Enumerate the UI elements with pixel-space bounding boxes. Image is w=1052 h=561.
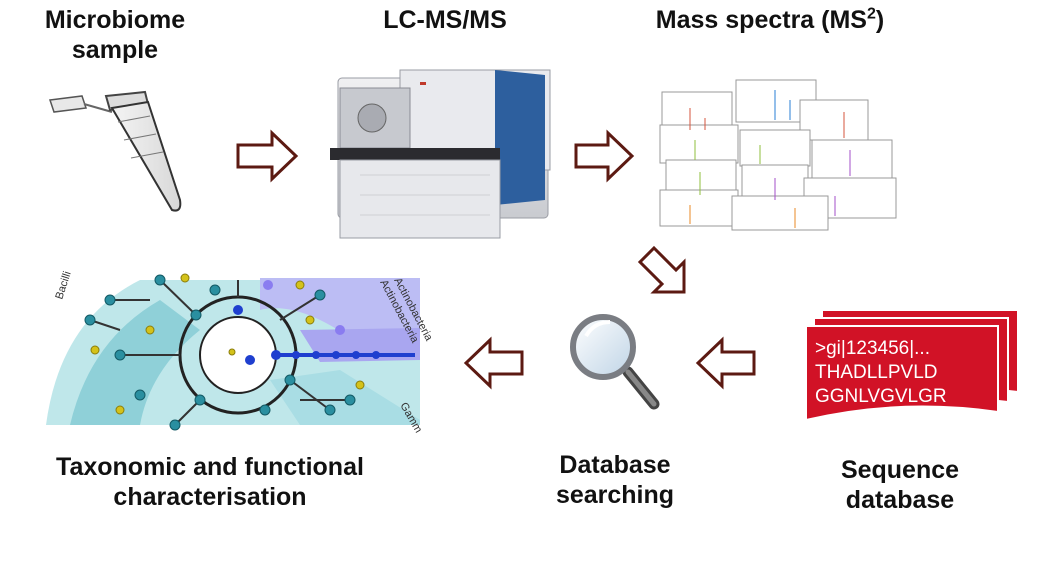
characterisation-label: Taxonomic and functional characterisatio… [30, 452, 390, 512]
database-label-line1: Sequence [840, 456, 960, 484]
lcms-label: LC-MS/MS [383, 6, 507, 34]
spectra-label: Mass spectra (MS2) [620, 5, 920, 35]
arrow-icon [236, 129, 756, 390]
spectra-label-sup: 2 [866, 5, 876, 23]
sample-label-line2: sample [71, 36, 159, 64]
tube-icon [48, 90, 182, 212]
database-record-seq2: GGNLVGVLGR [815, 386, 947, 407]
cladogram-icon: Actinobacteria Actinobacteria Bacilli Ga… [46, 270, 435, 435]
tree-label-3: Bacilli [53, 270, 73, 301]
spectra-label-prefix: Mass spectra (MS [655, 6, 867, 34]
spectra-icon [659, 79, 897, 231]
search-label: Database searching [530, 450, 700, 510]
database-record-seq1: THADLLPVLD [815, 362, 938, 383]
database-label-line2: database [845, 486, 955, 514]
database-records: >gi|123456|... THADLLPVLD GGNLVGVLGR [815, 337, 947, 409]
database-label: Sequence database [815, 455, 985, 515]
magnifier-icon [570, 314, 660, 410]
spectra-label-suffix: ) [875, 6, 885, 34]
arrow-spectra-to-search [637, 245, 686, 294]
database-record-header: >gi|123456|... [815, 338, 930, 359]
arrow-database-to-search [695, 336, 756, 390]
mass-spectrometer-icon [330, 69, 551, 239]
sample-label: Microbiome sample [30, 5, 200, 65]
arrow-sample-to-lcms [236, 129, 299, 183]
arrow-lcms-to-spectra [574, 129, 635, 183]
search-label-line1: Database [559, 451, 671, 479]
sample-label-line1: Microbiome [44, 6, 186, 34]
arrow-search-to-characterisation [463, 336, 524, 390]
search-label-line2: searching [555, 481, 675, 509]
characterisation-label-line2: characterisation [113, 483, 307, 511]
database-stack-icon [805, 309, 1019, 422]
characterisation-label-line1: Taxonomic and functional [56, 453, 364, 481]
